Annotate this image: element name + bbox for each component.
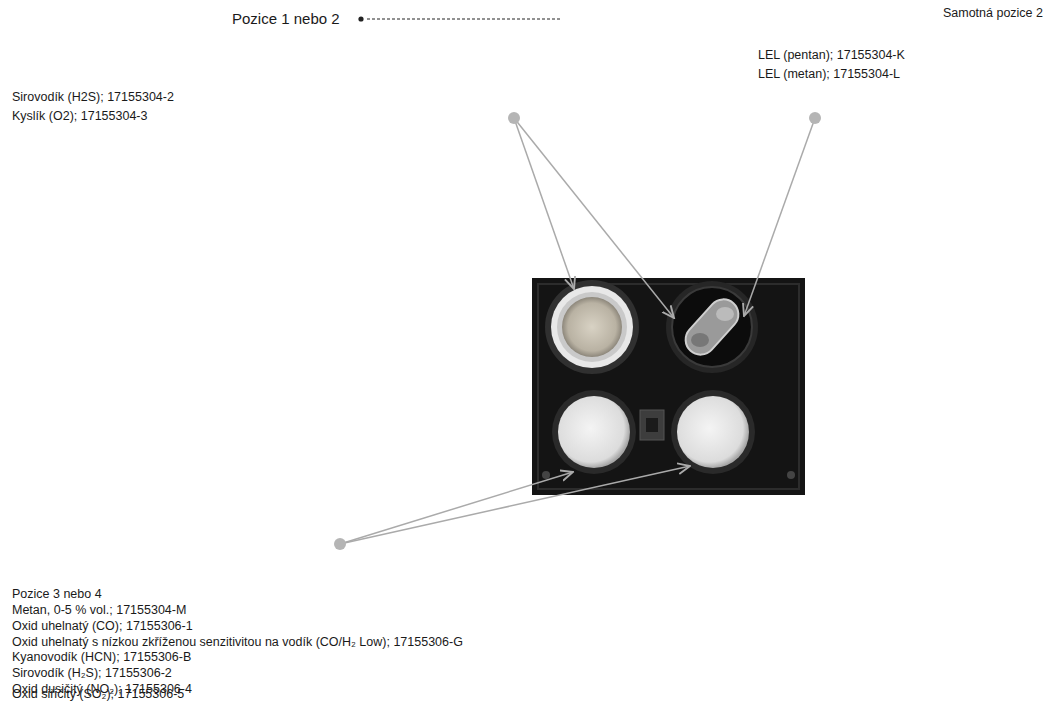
sensor-label: Kyanovodík (HCN); 17155306-B xyxy=(12,650,191,665)
leader-dots xyxy=(334,112,821,550)
sensor-label: Sirovodík (H2S); 17155304-2 xyxy=(12,90,174,105)
sensor-label: Kyslík (O2); 17155304-3 xyxy=(12,109,148,124)
sensor-label: LEL (pentan); 17155304-K xyxy=(758,48,905,63)
leader-lines xyxy=(340,118,815,544)
position-heading: Pozice 3 nebo 4 xyxy=(12,587,102,602)
position-heading: Samotná pozice 2 xyxy=(943,6,1043,21)
sensor-label: Oxid siřičitý (SO₂); 17155306-5 xyxy=(12,687,184,702)
sensor-label: Sirovodík (H₂S); 17155306-2 xyxy=(12,666,172,681)
sensor-label: Metan, 0-5 % vol.; 17155304-M xyxy=(12,603,186,618)
sensor-label: Oxid uhelnatý s nízkou zkříženou senziti… xyxy=(12,635,463,650)
position-heading: Pozice 1 nebo 2 xyxy=(232,10,340,28)
dotted-leader xyxy=(358,16,562,21)
sensor-label: Oxid uhelnatý (CO); 17155306-1 xyxy=(12,619,193,634)
sensor-label: LEL (metan); 17155304-L xyxy=(758,67,900,82)
